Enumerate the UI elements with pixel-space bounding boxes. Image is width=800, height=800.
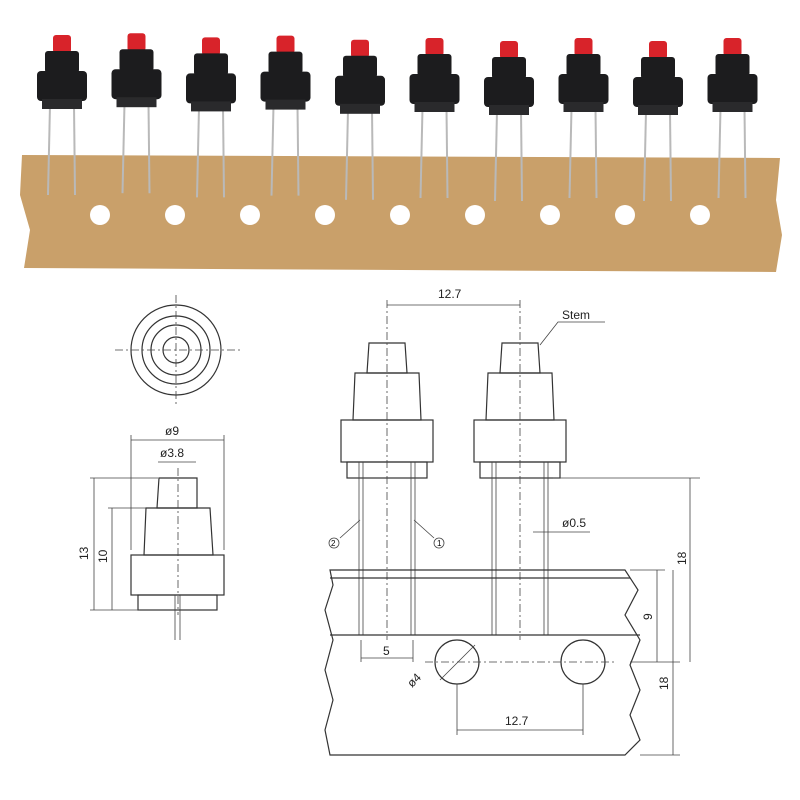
- red-cap: [425, 38, 444, 56]
- stem-diameter-label: ø3.8: [160, 446, 184, 460]
- push-button-switch: [260, 35, 311, 196]
- pin-1-label: 1: [437, 539, 442, 548]
- push-button-switch: [707, 38, 758, 199]
- red-cap: [500, 41, 518, 59]
- sprocket-hole: [390, 205, 410, 225]
- push-button-switch: [409, 38, 460, 199]
- switch-outline: [473, 300, 567, 640]
- red-cap: [574, 38, 593, 56]
- push-button-switch: [335, 39, 385, 200]
- sprocket-hole: [315, 205, 335, 225]
- tape-offset-label: 9: [641, 613, 655, 620]
- push-button-switch: [111, 33, 162, 194]
- push-button-switch: [558, 38, 609, 199]
- sprocket-hole: [615, 205, 635, 225]
- red-cap: [723, 38, 742, 56]
- sprocket-hole: [540, 205, 560, 225]
- lead-length-label: 18: [675, 551, 689, 565]
- sprocket-hole: [240, 205, 260, 225]
- hole-diameter-label: ø4: [404, 670, 424, 690]
- push-button-switch: [186, 37, 236, 198]
- pin-2-label: 2: [331, 539, 336, 548]
- top-view: [115, 295, 240, 405]
- red-cap: [351, 39, 369, 58]
- outer-diameter-label: ø9: [165, 424, 179, 438]
- pitch-top-label: 12.7: [438, 287, 462, 301]
- push-button-switch: [484, 41, 534, 202]
- sprocket-hole: [165, 205, 185, 225]
- push-button-switch: [633, 41, 683, 202]
- red-cap: [127, 33, 146, 52]
- sprocket-hole: [90, 205, 110, 225]
- switch-outline: [340, 300, 434, 640]
- side-view: ø9 ø3.8 13 10: [77, 424, 225, 640]
- red-cap: [202, 37, 220, 56]
- red-cap: [276, 35, 295, 54]
- lead-spacing-label: 5: [383, 644, 390, 658]
- total-height-label: 13: [77, 546, 91, 560]
- stem-label: Stem: [562, 308, 590, 322]
- red-cap: [649, 41, 667, 59]
- front-view: 12.7 Stem 2 1 ø0.5 ø4 5 12.7 18 9: [324, 287, 700, 756]
- lead-diameter-label: ø0.5: [562, 516, 586, 530]
- product-photo: [20, 33, 782, 272]
- tape-width-label: 18: [657, 676, 671, 690]
- push-button-switch: [37, 35, 87, 196]
- sprocket-hole: [690, 205, 710, 225]
- body-height-label: 10: [96, 549, 110, 563]
- sprocket-hole: [465, 205, 485, 225]
- red-cap: [53, 35, 71, 53]
- pitch-bottom-label: 12.7: [505, 714, 529, 728]
